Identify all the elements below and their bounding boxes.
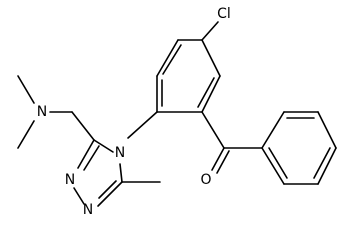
- bond-ring-b-4-inner: [313, 147, 331, 179]
- bond-ring-a-1: [156, 39, 179, 77]
- bond-ring-b-6-inner: [268, 147, 288, 179]
- bond-c-o-1: [211, 147, 225, 171]
- triazole-n4-label: N: [115, 145, 125, 161]
- bond-ring-a-3: [201, 39, 221, 77]
- bond-c3-n4: [119, 163, 123, 183]
- bond-c5-n1: [77, 139, 95, 169]
- structure-diagram: Cl O N N N N: [17, 6, 337, 217]
- bond-n2-c3-inner: [98, 180, 117, 199]
- bond-ring-a-4-inner: [197, 77, 215, 108]
- bonds: [17, 21, 337, 207]
- bond-c5-n1-inner: [83, 145, 100, 171]
- bond-ring-n4: [127, 111, 158, 139]
- triazole-n1-label: N: [65, 172, 75, 188]
- bond-ring-a-4: [201, 75, 221, 113]
- atom-labels: Cl O N N N N: [37, 6, 231, 217]
- bond-n4-c5: [93, 139, 114, 153]
- carbonyl-oxygen-label: O: [200, 172, 211, 188]
- bond-ring-b-6: [261, 147, 285, 185]
- bond-ring-carbonyl: [201, 111, 225, 149]
- chlorine-label: Cl: [217, 6, 231, 22]
- bond-n2-c3: [97, 181, 123, 207]
- molecule-drawing: Cl O N N N N: [17, 6, 337, 217]
- bond-ring-b-1: [261, 111, 285, 149]
- bond-c-cl: [201, 21, 219, 41]
- bond-amine-methyl-1: [17, 75, 35, 104]
- dimethylamine-n-label: N: [37, 104, 47, 120]
- bond-amine-methyl-2: [17, 120, 35, 149]
- bond-c5-ch2: [71, 111, 95, 141]
- bond-ring-b-3: [317, 111, 337, 149]
- bond-c-o-2: [216, 150, 230, 174]
- bond-n1-n2: [73, 187, 85, 205]
- bond-ring-b-4: [317, 147, 337, 185]
- bond-ring-a-1-inner: [162, 44, 182, 75]
- triazole-n2-label: N: [83, 202, 93, 217]
